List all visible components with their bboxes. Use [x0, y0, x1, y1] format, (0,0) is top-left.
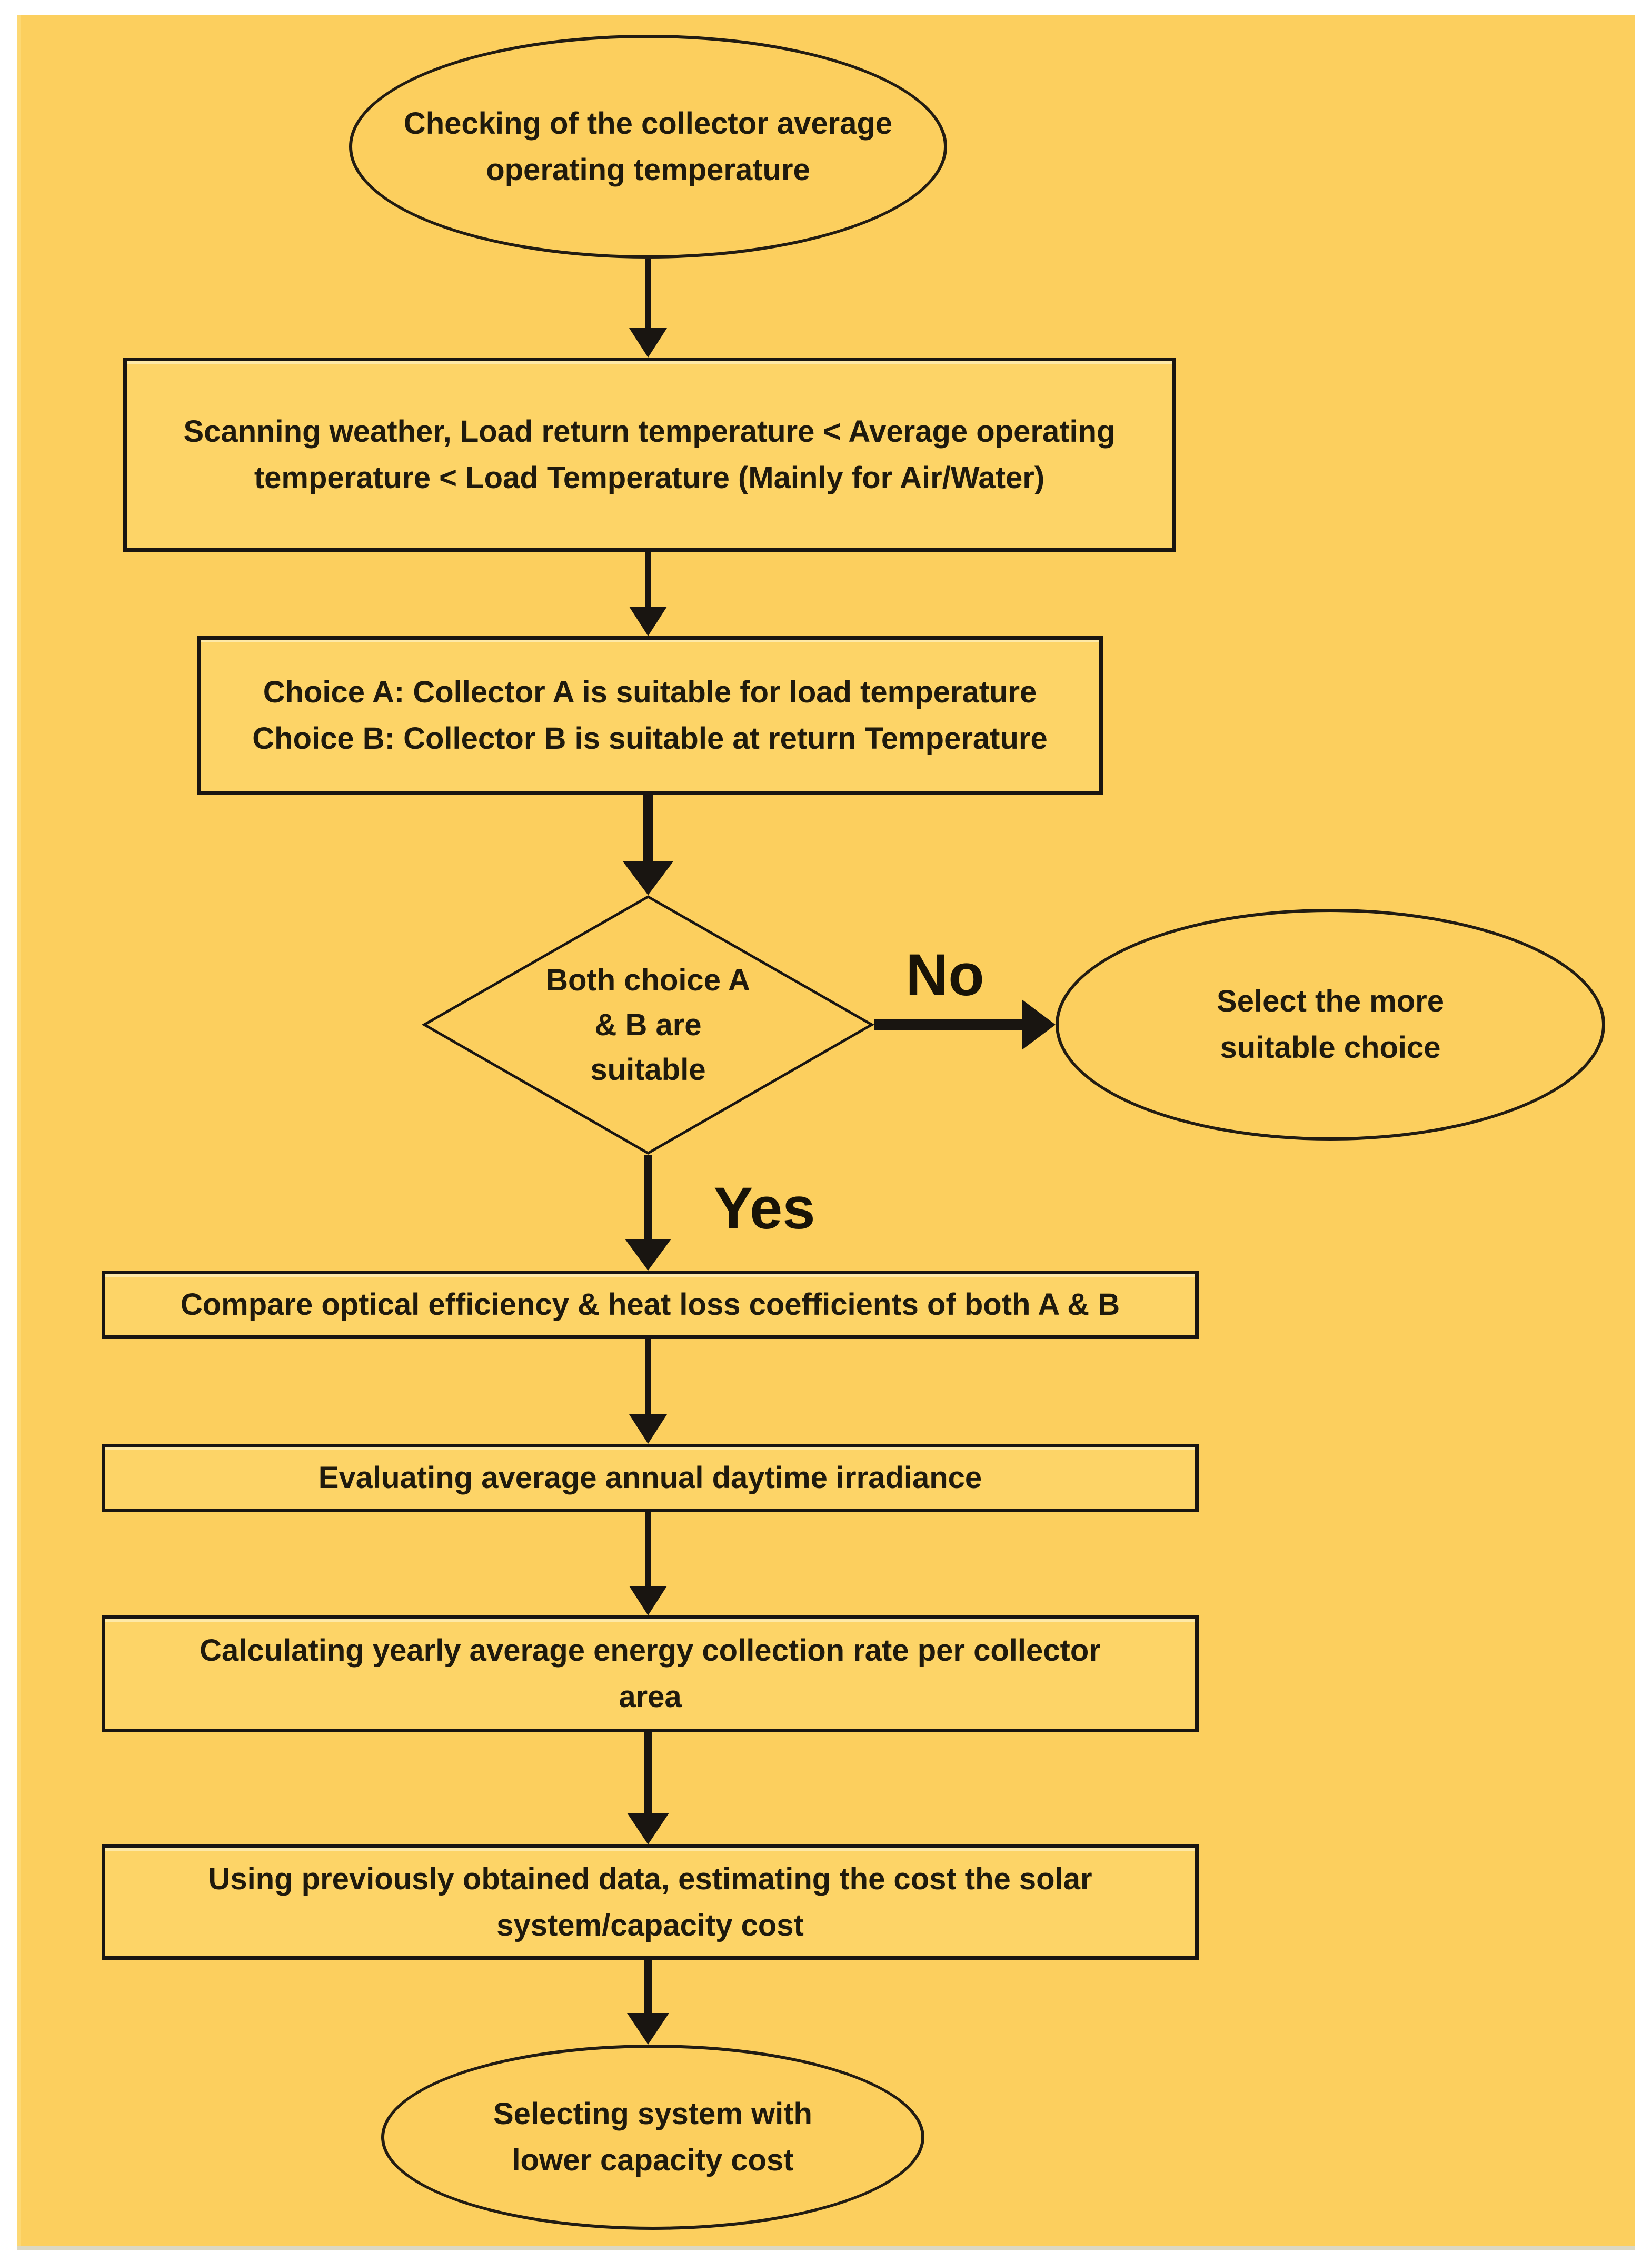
diamond-shape: [422, 895, 874, 1155]
node-decision-label: Both choice A & B are suitable: [546, 963, 750, 1087]
node-irradiance-label: Evaluating average annual daytime irradi…: [318, 1461, 982, 1495]
node-collection-rate-process: Calculating yearly average energy collec…: [102, 1615, 1199, 1732]
node-choices-label: Choice A: Collector A is suitable for lo…: [252, 675, 1048, 756]
node-scan-weather-label: Scanning weather, Load return temperatur…: [183, 414, 1116, 495]
node-select-suitable-label: Select the more suitable choice: [1217, 984, 1444, 1065]
node-end-terminator: Selecting system with lower capacity cos…: [381, 2045, 924, 2230]
node-compare-process: Compare optical efficiency & heat loss c…: [102, 1271, 1199, 1339]
node-choices-process: Choice A: Collector A is suitable for lo…: [197, 636, 1103, 795]
node-collection-rate-label: Calculating yearly average energy collec…: [200, 1633, 1101, 1714]
node-cost-estimate-label: Using previously obtained data, estimati…: [208, 1861, 1092, 1942]
node-cost-estimate-process: Using previously obtained data, estimati…: [102, 1845, 1199, 1960]
node-start-terminator: Checking of the collector average operat…: [349, 35, 947, 259]
yes-branch-label: Yes: [713, 1175, 815, 1241]
node-decision-diamond: Both choice A & B are suitable: [422, 895, 874, 1155]
node-irradiance-process: Evaluating average annual daytime irradi…: [102, 1444, 1199, 1512]
no-branch-label: No: [905, 942, 984, 1008]
node-compare-label: Compare optical efficiency & heat loss c…: [180, 1287, 1120, 1322]
node-select-suitable-terminator: Select the more suitable choice: [1056, 909, 1605, 1141]
node-scan-weather-process: Scanning weather, Load return temperatur…: [123, 358, 1176, 552]
node-end-label: Selecting system with lower capacity cos…: [493, 2097, 812, 2177]
node-start-label: Checking of the collector average operat…: [403, 106, 893, 187]
